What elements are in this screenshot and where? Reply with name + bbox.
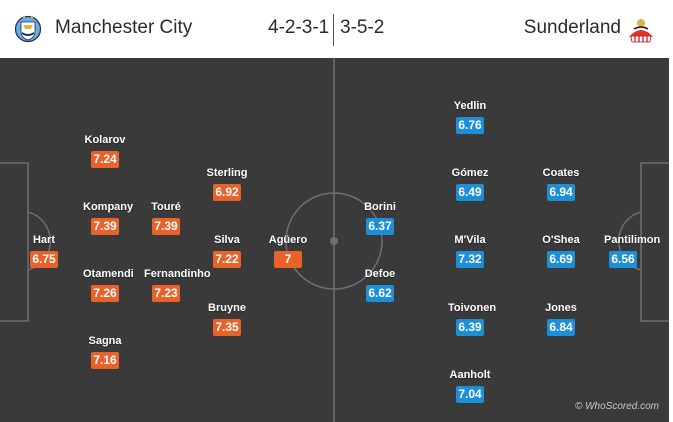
player-bruyne[interactable]: Bruyne 7.35 <box>205 302 249 336</box>
player-rating: 6.37 <box>366 218 394 235</box>
player-name: Jones <box>545 302 577 314</box>
player-rating: 6.62 <box>366 285 394 302</box>
player-rating: 6.56 <box>609 251 637 268</box>
player-name: Borini <box>364 201 396 213</box>
player-toivonen[interactable]: Toivonen 6.39 <box>448 302 497 336</box>
player-rating: 7.22 <box>213 251 241 268</box>
player-name: Toivonen <box>448 302 497 314</box>
player-rating: 6.69 <box>547 251 575 268</box>
player-mvila[interactable]: M'Vila 7.32 <box>448 234 492 268</box>
player-silva[interactable]: Silva 7.22 <box>205 234 249 268</box>
player-sagna[interactable]: Sagna 7.16 <box>83 335 127 369</box>
player-rating: 7.39 <box>152 218 180 235</box>
player-rating: 6.76 <box>456 117 484 134</box>
player-fernandinho[interactable]: Fernandinho 7.23 <box>144 268 211 302</box>
player-name: Bruyne <box>208 302 246 314</box>
player-defoe[interactable]: Defoe 6.62 <box>358 268 402 302</box>
player-name: O'Shea <box>542 234 580 246</box>
player-name: Sterling <box>206 167 248 179</box>
player-name: Agüero <box>268 234 308 246</box>
player-rating: 7.23 <box>152 285 180 302</box>
player-name: Silva <box>214 234 240 246</box>
player-name: Sagna <box>88 335 122 347</box>
player-otamendi[interactable]: Otamendi 7.26 <box>83 268 134 302</box>
player-rating: 7.32 <box>456 251 484 268</box>
player-oshea[interactable]: O'Shea 6.69 <box>539 234 583 268</box>
player-rating: 6.39 <box>456 319 484 336</box>
manchester-city-crest-icon <box>14 13 42 50</box>
player-name: Coates <box>542 167 580 179</box>
player-hart[interactable]: Hart 6.75 <box>26 234 62 268</box>
player-rating: 7.24 <box>91 151 119 168</box>
player-pantilimon[interactable]: Pantilimon 6.56 <box>604 234 661 268</box>
player-rating: 7.26 <box>91 285 119 302</box>
player-name: Yedlin <box>453 100 487 112</box>
home-team-name: Manchester City <box>55 17 193 38</box>
player-rating: 6.84 <box>547 319 575 336</box>
sunderland-crest-icon <box>626 15 656 50</box>
player-jones[interactable]: Jones 6.84 <box>539 302 583 336</box>
player-borini[interactable]: Borini 6.37 <box>358 201 402 235</box>
player-name: Kompany <box>83 201 134 213</box>
player-name: Pantilimon <box>604 234 661 246</box>
player-name: Hart <box>32 234 55 246</box>
player-aanholt[interactable]: Aanholt 7.04 <box>448 369 492 403</box>
player-kompany[interactable]: Kompany 7.39 <box>83 201 134 235</box>
player-rating: 7 <box>274 251 302 268</box>
away-team-name: Sunderland <box>523 17 621 38</box>
match-header: Manchester City 4-2-3-1 3-5-2 Sunderland <box>0 0 673 58</box>
whoscored-watermark: © WhoScored.com <box>574 401 659 412</box>
away-formation: 3-5-2 <box>340 17 385 38</box>
player-toure[interactable]: Touré 7.39 <box>144 201 188 235</box>
player-coates[interactable]: Coates 6.94 <box>539 167 583 201</box>
player-rating: 6.75 <box>30 251 58 268</box>
player-rating: 7.35 <box>213 319 241 336</box>
player-name: Aanholt <box>449 369 491 381</box>
home-formation: 4-2-3-1 <box>268 17 330 38</box>
player-rating: 7.39 <box>91 218 119 235</box>
player-rating: 6.94 <box>547 184 575 201</box>
player-yedlin[interactable]: Yedlin 6.76 <box>448 100 492 134</box>
player-name: Kolarov <box>84 134 126 146</box>
player-name: Touré <box>151 201 181 213</box>
player-rating: 7.04 <box>456 386 484 403</box>
player-aguero[interactable]: Agüero 7 <box>266 234 310 268</box>
player-name: Fernandinho <box>144 268 211 280</box>
player-rating: 6.92 <box>213 184 241 201</box>
player-rating: 6.49 <box>456 184 484 201</box>
player-name: Defoe <box>364 268 396 280</box>
formation-divider <box>333 14 334 46</box>
player-name: Gómez <box>451 167 489 179</box>
player-name: M'Vila <box>454 234 486 246</box>
player-kolarov[interactable]: Kolarov 7.24 <box>83 134 127 168</box>
player-name: Otamendi <box>83 268 134 280</box>
player-gomez[interactable]: Gómez 6.49 <box>448 167 492 201</box>
player-sterling[interactable]: Sterling 6.92 <box>205 167 249 201</box>
player-rating: 7.16 <box>91 352 119 369</box>
